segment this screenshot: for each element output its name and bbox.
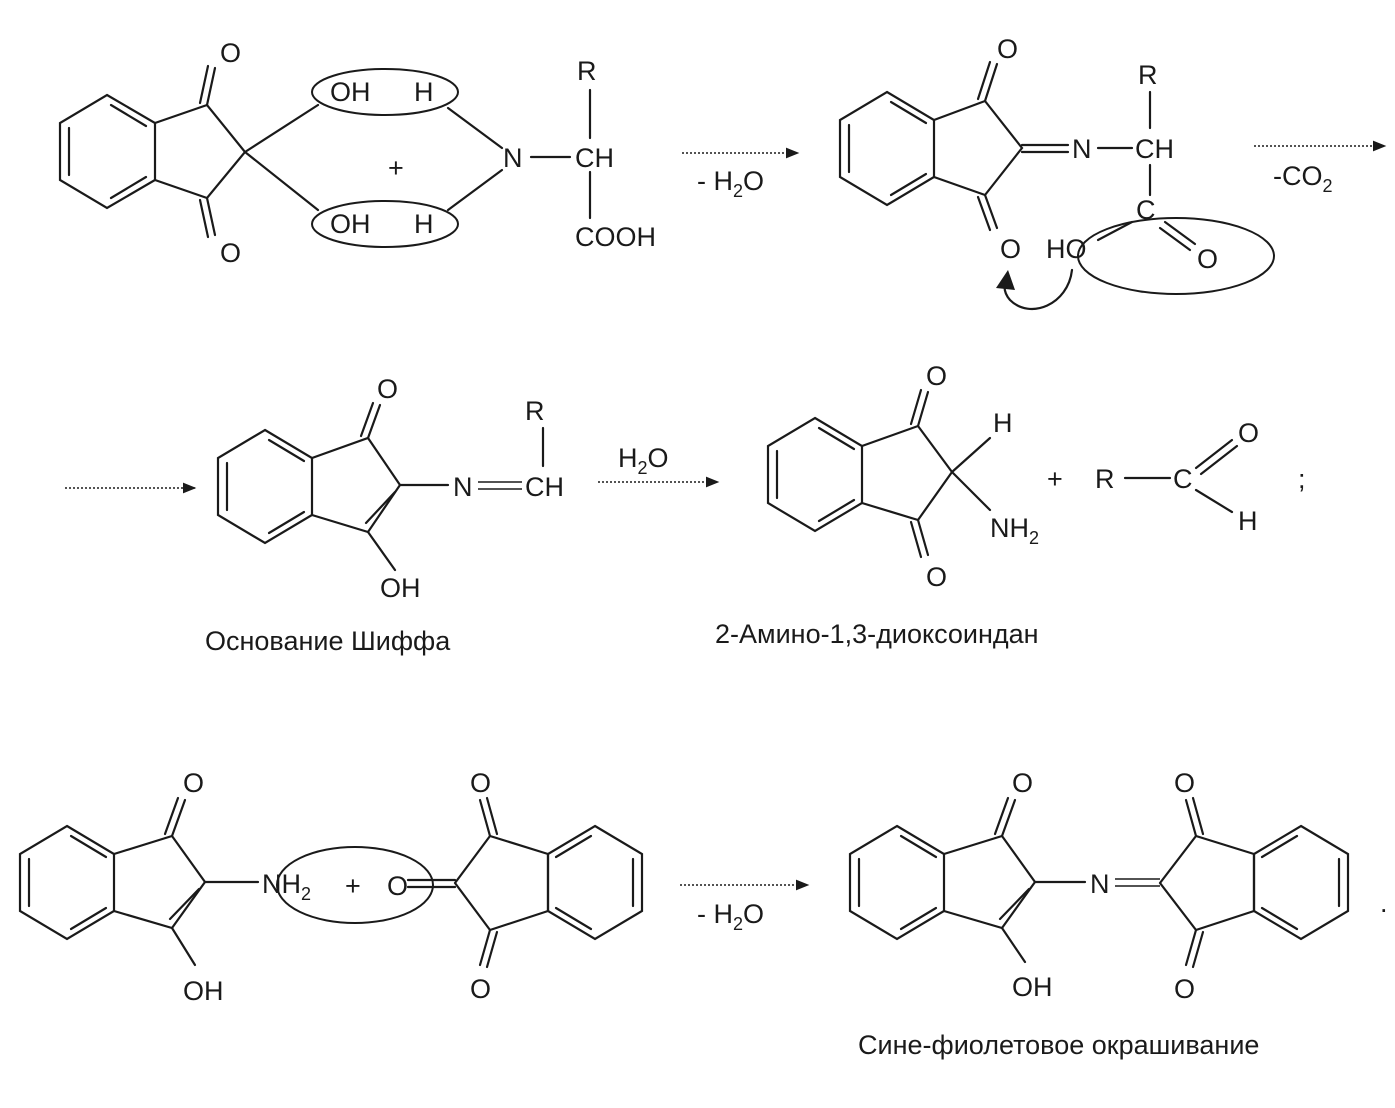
electron-arrow-head <box>996 270 1015 290</box>
highlight-ellipse <box>1077 217 1275 295</box>
atom-o: O <box>997 34 1018 64</box>
amino-acid-molecule <box>446 88 592 220</box>
atom-o: O <box>387 871 408 901</box>
caption-amino-dioxoindane: 2-Амино-1,3-диоксоиндан <box>715 619 1039 649</box>
atom-n: N <box>503 143 523 173</box>
arrow-label: -CO2 <box>1273 161 1333 196</box>
atom-o: O <box>1174 768 1195 798</box>
atom-h: H <box>993 408 1013 438</box>
atom-o: O <box>183 768 204 798</box>
ruhemanns-purple-molecule <box>848 796 1350 969</box>
schiff-base-molecule <box>216 401 545 572</box>
atom-oh: OH <box>380 573 421 603</box>
atom-cooh: COOH <box>575 222 656 252</box>
highlight-ellipse <box>311 68 459 116</box>
highlight-ellipse <box>311 200 459 248</box>
semicolon: ; <box>1298 464 1306 494</box>
atom-o: O <box>1197 244 1218 274</box>
atom-o: O <box>1012 768 1033 798</box>
atom-o: O <box>926 562 947 592</box>
atom-ch: CH <box>575 143 614 173</box>
atom-h: H <box>1238 506 1258 536</box>
atom-oh: OH <box>1012 972 1053 1002</box>
atom-h: H <box>414 77 434 107</box>
atom-r: R <box>577 56 597 86</box>
atom-o: O <box>1000 234 1021 264</box>
atom-n: N <box>453 472 473 502</box>
plus-sign: + <box>345 871 361 901</box>
atom-nh2: NH2 <box>262 869 311 904</box>
atom-o: O <box>1238 418 1259 448</box>
arrow-label: H2O <box>618 443 669 478</box>
ninhydrin-molecule <box>58 64 320 239</box>
atom-oh: OH <box>330 77 371 107</box>
highlight-ellipse <box>276 846 434 924</box>
aldehyde-molecule <box>1123 438 1239 514</box>
atom-ch: CH <box>1135 134 1174 164</box>
atom-r: R <box>1138 60 1158 90</box>
atom-ch: CH <box>525 472 564 502</box>
atom-o: O <box>470 974 491 1004</box>
atom-c: C <box>1173 464 1193 494</box>
plus-sign: + <box>1047 464 1063 494</box>
atom-n: N <box>1090 869 1110 899</box>
atom-o: O <box>377 374 398 404</box>
plus-sign: + <box>388 153 404 183</box>
caption-blue-violet: Сине-фиолетовое окрашивание <box>858 1030 1259 1060</box>
arrow-label: - H2O <box>697 166 764 201</box>
amino-enol-molecule <box>18 796 260 967</box>
atom-c: C <box>1136 195 1156 225</box>
indanetrione-molecule <box>406 796 644 969</box>
atom-oh: OH <box>330 209 371 239</box>
atom-o: O <box>470 768 491 798</box>
atom-o: O <box>220 238 241 268</box>
atom-n: N <box>1072 134 1092 164</box>
atom-oh: OH <box>183 976 224 1006</box>
atom-h: H <box>414 209 434 239</box>
atom-o: O <box>220 38 241 68</box>
atom-o: O <box>1174 974 1195 1004</box>
period: . <box>1380 888 1388 918</box>
atom-nh2: NH2 <box>990 513 1039 548</box>
amino-dioxoindane-molecule <box>766 388 992 559</box>
imine-acid-molecule <box>838 60 1197 252</box>
atom-r: R <box>1095 464 1115 494</box>
caption-schiff-base: Основание Шиффа <box>205 626 451 656</box>
arrow-label: - H2O <box>697 899 764 934</box>
atom-o: O <box>926 361 947 391</box>
atom-r: R <box>525 396 545 426</box>
